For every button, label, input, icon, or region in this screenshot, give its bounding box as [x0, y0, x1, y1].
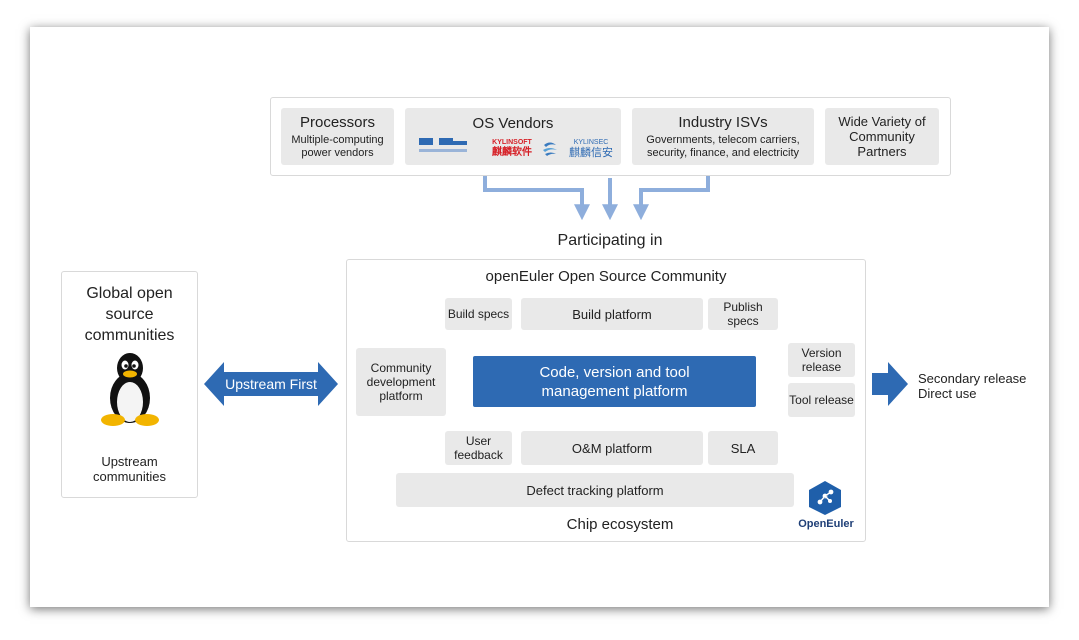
industry-isvs-box: Industry ISVs Governments, telecom carri… [632, 108, 814, 165]
build-specs-box: Build specs [445, 298, 512, 330]
os-vendors-box: OS Vendors KYLINSOFT 麒麟软件 KYLINSEC 麒麟信安 [405, 108, 621, 165]
participating-label: Participating in [557, 232, 663, 249]
global-title: Global open source communities [84, 285, 175, 344]
user-feedback-box: User feedback [445, 431, 512, 465]
vendor-logo-1 [419, 138, 469, 162]
os-vendors-title: OS Vendors [472, 115, 554, 132]
industry-isvs-desc: Governments, telecom carriers, security,… [646, 133, 800, 159]
direct-use-label: Direct use [918, 386, 977, 401]
openeuler-logo-icon [805, 480, 845, 516]
community-title: openEuler Open Source Community [485, 268, 727, 285]
community-partners-box: Wide Variety of Community Partners [825, 108, 939, 165]
vendor-logo-2-cn: 麒麟软件 [492, 147, 532, 158]
vendor-logo-2-en: KYLINSOFT [492, 139, 532, 146]
version-release-box: Version release [788, 343, 855, 377]
processors-box: Processors Multiple-computing power vend… [281, 108, 394, 165]
arrow-isvs [633, 164, 710, 221]
core-platform-box: Code, version and tool management platfo… [473, 356, 756, 407]
build-platform-box: Build platform [521, 298, 703, 330]
defect-tracking-box: Defect tracking platform [396, 473, 794, 507]
penguin-icon [99, 352, 161, 428]
output-labels: Secondary release Direct use [918, 371, 1046, 401]
tool-release-box: Tool release [788, 383, 855, 417]
community-partners-title: Wide Variety of Community Partners [838, 114, 926, 159]
openeuler-logo-text: OpenEuler [798, 518, 854, 530]
swirl-icon [541, 140, 559, 158]
industry-isvs-title: Industry ISVs [678, 113, 768, 131]
secondary-release-label: Secondary release [918, 371, 1027, 386]
output-arrow [872, 362, 908, 406]
sla-box: SLA [708, 431, 778, 465]
arrow-os-vendors [483, 164, 590, 221]
vendor-logo-3-cn: 麒麟信安 [569, 147, 613, 159]
upstream-double-arrow [204, 362, 338, 406]
global-subtitle: Upstream communities [93, 454, 166, 484]
vendor-logo-3-en: KYLINSEC [573, 139, 609, 146]
community-dev-platform-box: Community development platform [356, 348, 446, 416]
processors-desc: Multiple-computing power vendors [291, 133, 384, 159]
processors-title: Processors [299, 113, 376, 131]
om-platform-box: O&M platform [521, 431, 703, 465]
publish-specs-box: Publish specs [708, 298, 778, 330]
chip-ecosystem-label: Chip ecosystem [566, 516, 674, 533]
vendor-logo-3: KYLINSEC 麒麟信安 [563, 138, 619, 160]
vendor-logo-2: KYLINSOFT 麒麟软件 [491, 138, 533, 159]
upstream-first-label: Upstream First [225, 376, 317, 392]
